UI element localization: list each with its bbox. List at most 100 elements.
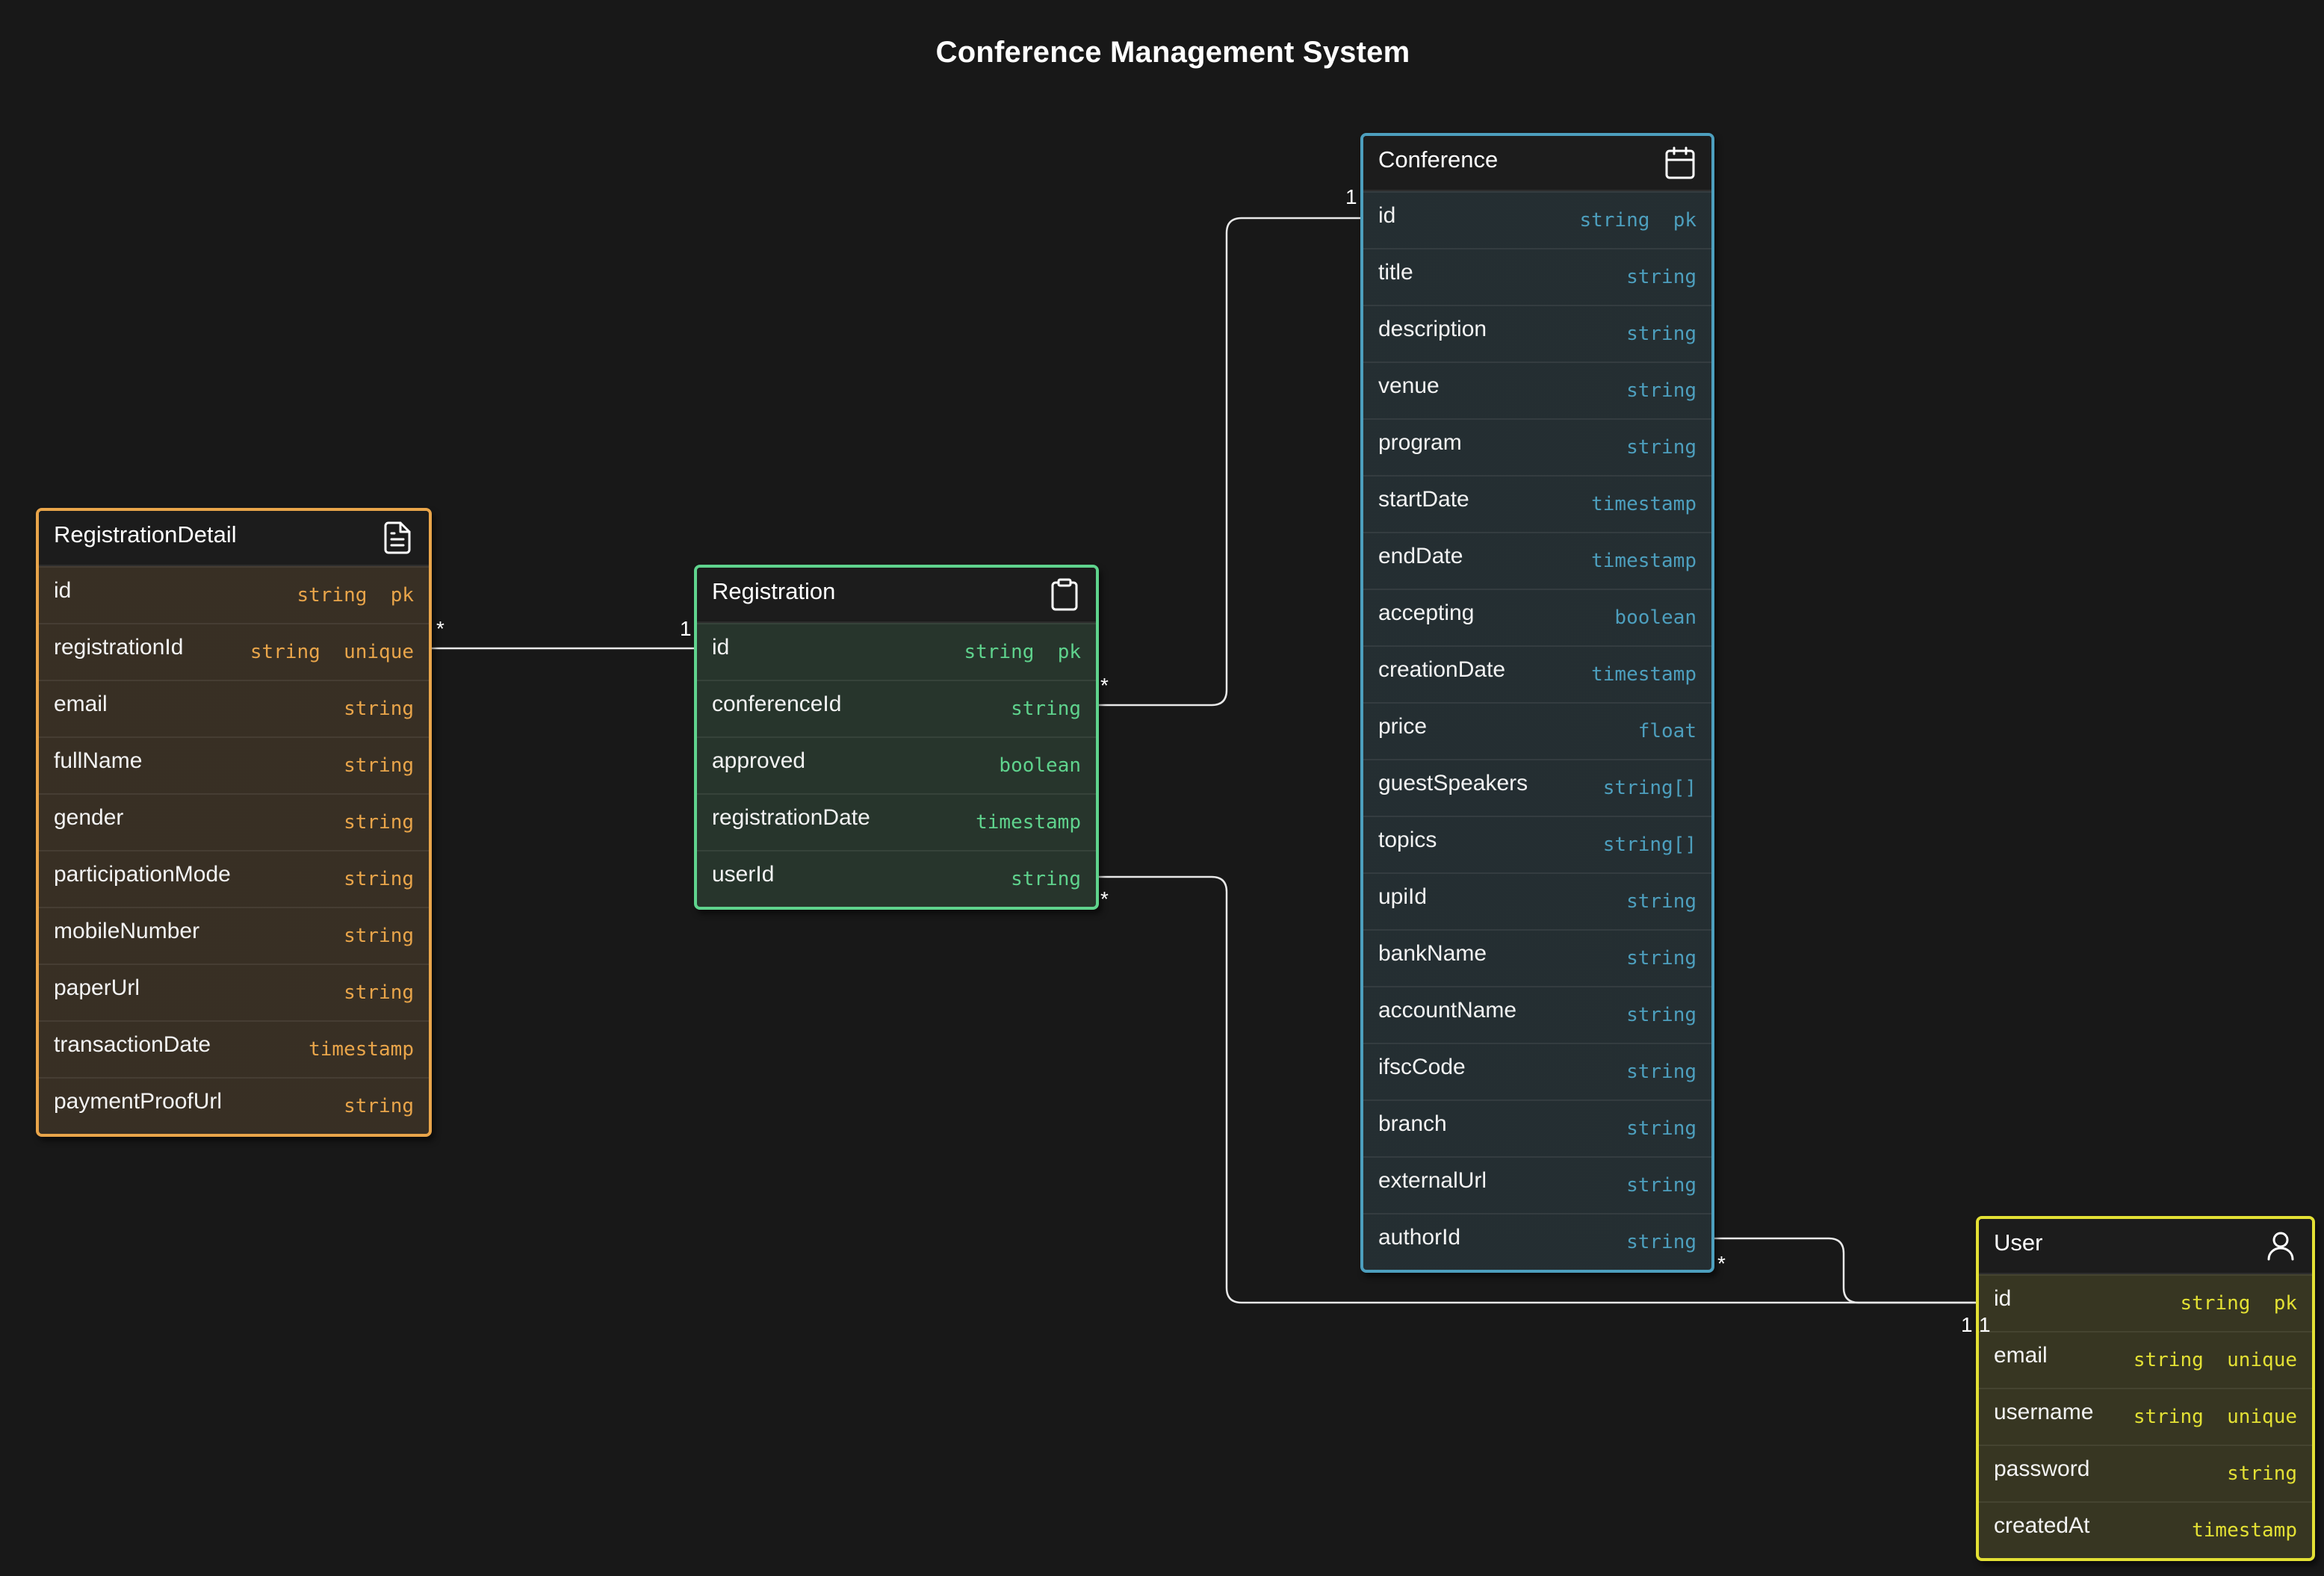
column-type: timestamp xyxy=(1591,493,1696,515)
column-type: string xyxy=(1626,379,1696,402)
key-label: unique xyxy=(344,641,414,663)
key-label: pk xyxy=(2273,1292,2297,1315)
type-label: string xyxy=(1626,1061,1696,1083)
type-label: string xyxy=(1626,1174,1696,1197)
column-name: id xyxy=(1378,203,1396,228)
column-row: createdAt timestamp xyxy=(1979,1501,2312,1558)
relationship-line xyxy=(1708,1237,1979,1304)
entity-name: Registration xyxy=(712,578,836,604)
column-type: string xyxy=(1626,1231,1696,1253)
entity-header: User xyxy=(1979,1219,2312,1274)
column-name: registrationDate xyxy=(712,805,870,830)
column-type: string xyxy=(344,925,414,947)
type-label: string xyxy=(297,584,368,606)
key-label: unique xyxy=(2227,1406,2297,1428)
column-name: guestSpeakers xyxy=(1378,771,1528,795)
calendar-icon xyxy=(1662,145,1698,181)
type-label: string xyxy=(2227,1462,2297,1485)
column-type: string xyxy=(1011,868,1081,890)
column-type: string xyxy=(1626,947,1696,970)
column-type: string xyxy=(1626,1004,1696,1026)
column-name: mobileNumber xyxy=(54,919,200,943)
type-label: timestamp xyxy=(309,1038,414,1061)
column-name: createdAt xyxy=(1994,1513,2090,1538)
relationship-line xyxy=(1093,875,1979,1304)
column-name: accountName xyxy=(1378,998,1517,1023)
diagram-title: Conference Management System xyxy=(935,36,1410,69)
column-name: gender xyxy=(54,805,124,830)
column-name: password xyxy=(1994,1456,2090,1481)
column-row: accountName string xyxy=(1363,986,1711,1043)
type-label: string xyxy=(1626,1004,1696,1026)
column-type: string xyxy=(344,981,414,1004)
column-name: endDate xyxy=(1378,544,1463,568)
column-type: string xyxy=(344,868,414,890)
type-label: string xyxy=(1626,266,1696,288)
column-name: authorId xyxy=(1378,1225,1461,1250)
cardinality-label: * xyxy=(1717,1252,1726,1275)
column-name: id xyxy=(712,635,730,660)
entity-registration[interactable]: Registration id string pk conferenceId stri… xyxy=(694,565,1099,910)
type-label: boolean xyxy=(999,754,1081,777)
cardinality-label: 1 xyxy=(1345,185,1357,208)
column-row: authorId string xyxy=(1363,1213,1711,1270)
column-row: bankName string xyxy=(1363,929,1711,986)
type-label: string xyxy=(1626,947,1696,970)
column-type: timestamp xyxy=(309,1038,414,1061)
column-row: externalUrl string xyxy=(1363,1156,1711,1213)
column-name: email xyxy=(54,692,108,716)
column-row: paymentProofUrl string xyxy=(39,1077,429,1134)
column-type: string xyxy=(1011,698,1081,720)
column-type: string xyxy=(344,1095,414,1117)
column-type: string pk xyxy=(2180,1292,2297,1315)
key-label: unique xyxy=(2227,1349,2297,1371)
column-name: username xyxy=(1994,1400,2094,1424)
type-label: string xyxy=(250,641,320,663)
entity-header: RegistrationDetail xyxy=(39,511,429,566)
type-label: boolean xyxy=(1614,606,1696,629)
column-type: float xyxy=(1638,720,1696,742)
column-row: approved boolean xyxy=(697,736,1096,793)
column-name: paperUrl xyxy=(54,975,140,1000)
column-name: title xyxy=(1378,260,1413,285)
type-label: string xyxy=(1626,890,1696,913)
column-type: string[] xyxy=(1603,834,1696,856)
column-type: string xyxy=(1626,890,1696,913)
column-name: bankName xyxy=(1378,941,1487,966)
column-type: string xyxy=(344,698,414,720)
column-row: mobileNumber string xyxy=(39,907,429,964)
column-name: paymentProofUrl xyxy=(54,1089,223,1114)
column-type: timestamp xyxy=(2192,1519,2297,1542)
column-name: startDate xyxy=(1378,487,1469,512)
column-name: externalUrl xyxy=(1378,1168,1487,1193)
type-label: string[] xyxy=(1602,777,1696,799)
entity-name: User xyxy=(1994,1229,2043,1256)
column-name: transactionDate xyxy=(54,1032,211,1057)
cardinality-label: * xyxy=(1100,887,1109,910)
column-row: conferenceId string xyxy=(697,680,1096,736)
column-name: approved xyxy=(712,748,806,773)
column-name: venue xyxy=(1378,373,1440,398)
column-name: price xyxy=(1378,714,1428,739)
column-type: string[] xyxy=(1603,777,1696,799)
column-row: price float xyxy=(1363,702,1711,759)
column-name: conferenceId xyxy=(712,692,842,716)
column-type: timestamp xyxy=(1591,663,1696,686)
column-name: topics xyxy=(1378,828,1437,852)
column-type: string pk xyxy=(964,641,1081,663)
column-name: description xyxy=(1378,317,1487,341)
type-label: string xyxy=(344,925,414,947)
